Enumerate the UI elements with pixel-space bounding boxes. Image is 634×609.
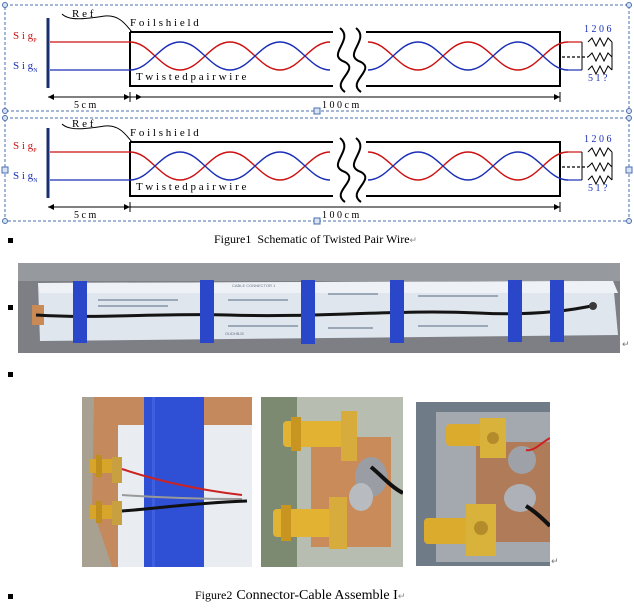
schematic-diagram-bottom [46,123,613,212]
label-sigp-bottom: S i gP [13,140,37,155]
connector-photo-3 [416,402,550,566]
list-bullet [8,238,13,243]
label-100cm-top: 1 0 0 c m [322,100,360,111]
selection-frame-top [2,2,632,115]
label-100cm-bottom: 1 0 0 c m [322,210,360,221]
board-header-print: CABLE CONNECTOR 1 [232,283,276,288]
label-sigp-top: S i gP [13,30,37,45]
label-ref-bottom: R e f [72,118,94,130]
label-r51-bottom: 5 1 ? [588,183,608,194]
label-r51-top: 5 1 ? [588,73,608,84]
list-bullet [8,305,13,310]
label-5cm-top: 5 c m [74,100,97,111]
board-small-print: OUDHBJ5 [225,331,244,336]
twisted-pair-schematic [1,2,633,225]
connector-photo-1 [82,397,252,567]
figure1-caption: Figure1 Schematic of Twisted Pair Wire↵ [214,232,418,246]
schematic-diagram-top [46,13,613,102]
return-mark: ↵ [622,340,630,350]
selection-frame-bottom [1,115,633,225]
label-foil-shield-bottom: F o i l s h i e l d [130,127,199,139]
connector-photo-2 [261,397,403,567]
label-r1206-bottom: 1 2 0 6 [584,134,612,145]
list-bullet [8,594,13,599]
label-ref-top: R e f [72,8,94,20]
label-sign-bottom: S i gN [13,170,38,185]
figure2-caption: Figure2 Connector-Cable Assemble I↵ [195,588,406,603]
label-foil-shield-top: F o i l s h i e l d [130,17,199,29]
label-sign-top: S i gN [13,60,38,75]
cable-board-photo [18,263,620,353]
label-twisted-top: T w i s t e d p a i r w i r e [136,71,247,83]
list-bullet [8,372,13,377]
label-r1206-top: 1 2 0 6 [584,24,612,35]
label-twisted-bottom: T w i s t e d p a i r w i r e [136,181,247,193]
return-mark: ↵ [551,557,559,567]
label-5cm-bottom: 5 c m [74,210,97,221]
